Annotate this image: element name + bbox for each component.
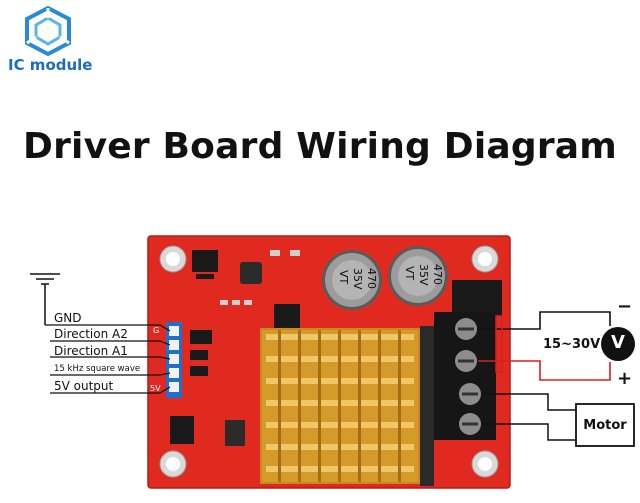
capacitor-1	[322, 250, 382, 310]
smd-components	[170, 250, 300, 446]
cap1-value: 470	[365, 268, 378, 289]
motor-label: Motor	[583, 418, 627, 433]
cap1-voltage: 35V	[351, 268, 364, 290]
capacitor-2	[388, 246, 448, 306]
ground-symbol-icon	[30, 273, 60, 325]
pin-label-gnd: GND	[54, 311, 82, 325]
page-title: Driver Board Wiring Diagram	[23, 126, 617, 167]
plus-sign: +	[617, 368, 633, 389]
terminal-block-power	[434, 312, 496, 382]
header-pins	[166, 322, 182, 398]
pin-wires	[45, 324, 171, 394]
power-transistor	[452, 280, 502, 316]
voltmeter-icon	[601, 327, 635, 361]
terminal-block-motor	[434, 382, 496, 440]
motor-box	[575, 403, 635, 447]
voltage-range-label: 15~30V	[543, 337, 601, 352]
heatsink	[260, 328, 420, 484]
cap2-voltage: 35V	[417, 264, 430, 286]
cap1-series: VT	[337, 270, 350, 285]
voltmeter-symbol: V	[611, 332, 625, 353]
cap2-value: 470	[431, 264, 444, 285]
pin-label-square-wave: 15 kHz square wave	[54, 364, 141, 374]
power-wires	[478, 311, 611, 381]
cap2-series: VT	[403, 266, 416, 281]
logo-icon	[25, 6, 71, 56]
brand-name: IC module	[8, 56, 93, 74]
mounting-hole-icon	[159, 245, 499, 478]
pin-mark-5v: 5V	[150, 384, 161, 393]
motor-wires	[482, 393, 576, 441]
pin-label-direction-a1: Direction A1	[54, 344, 128, 358]
pin-label-direction-a2: Direction A2	[54, 327, 128, 341]
pin-label-5v-output: 5V output	[54, 379, 114, 393]
pin-mark-g: G	[153, 326, 160, 335]
minus-sign: −	[617, 296, 633, 317]
